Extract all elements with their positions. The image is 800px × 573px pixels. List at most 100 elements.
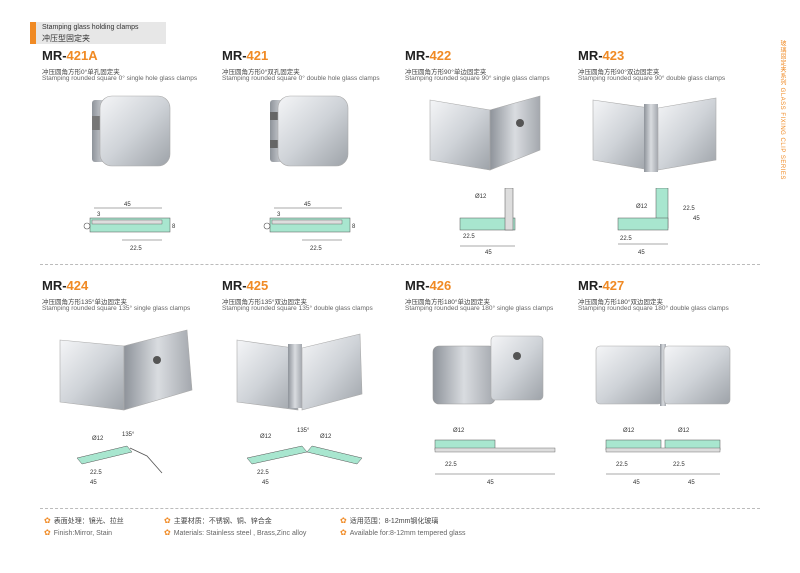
feature-material-cn: ✿主要材质：不锈钢、铜、锌合金 (164, 516, 272, 525)
footer-divider (40, 508, 760, 509)
svg-text:22.5: 22.5 (683, 206, 695, 212)
svg-text:22.5: 22.5 (463, 234, 475, 240)
svg-text:45: 45 (688, 480, 695, 486)
header-title-en: Stamping glass holding clamps (42, 24, 139, 31)
product-code: MR-426 (405, 278, 452, 293)
technical-drawing: Ø12 45 22.5 (459, 188, 516, 256)
svg-text:Ø12: Ø12 (260, 434, 272, 440)
product-mr-425: MR-425 冲压圆角方形135°双边固定夹 Stamping rounded … (222, 278, 397, 508)
flower-icon: ✿ (164, 516, 171, 525)
technical-drawing: Ø12 135° 22.5 45 (76, 432, 163, 486)
product-name-cn: 冲压圆角方形90°双边固定夹 (578, 69, 660, 76)
svg-text:3: 3 (277, 212, 281, 218)
svg-text:45: 45 (262, 480, 269, 486)
svg-text:22.5: 22.5 (257, 470, 269, 476)
product-code: MR-423 (578, 48, 625, 63)
product-name-en: Stamping rounded square 0° single hole g… (42, 75, 198, 82)
product-code: MR-425 (222, 278, 269, 293)
product-name-en: Stamping rounded square 135° single glas… (42, 305, 191, 312)
technical-drawing: Ø12 22.5 45 (434, 428, 556, 486)
technical-drawing: 45 3 8 22.5 (83, 202, 176, 252)
svg-text:22.5: 22.5 (310, 246, 322, 252)
svg-text:45: 45 (693, 216, 700, 222)
svg-text:45: 45 (638, 250, 645, 256)
svg-text:8: 8 (172, 224, 176, 230)
product-code: MR-424 (42, 278, 89, 293)
svg-text:45: 45 (487, 480, 494, 486)
svg-text:Ø12: Ø12 (636, 204, 648, 210)
feature-use-cn: ✿适用范围：8-12mm钢化玻璃 (340, 516, 439, 525)
svg-text:45: 45 (485, 250, 492, 256)
product-code: MR-422 (405, 48, 452, 63)
technical-drawing: Ø12 Ø12 135° 22.5 45 (246, 428, 363, 486)
technical-drawing: Ø12 22.5 45 22.5 45 (617, 188, 700, 256)
header-title-cn: 冲压型固定夹 (42, 34, 90, 43)
product-name-cn: 冲压圆角方形90°单边固定夹 (405, 69, 487, 76)
flower-icon: ✿ (164, 528, 171, 537)
feature-material-en: ✿Materials: Stainless steel , Brass,Zinc… (164, 528, 307, 537)
flower-icon: ✿ (340, 528, 347, 537)
product-photo (92, 95, 171, 167)
svg-text:22.5: 22.5 (90, 470, 102, 476)
svg-text:22.5: 22.5 (616, 462, 628, 468)
svg-text:Ø12: Ø12 (678, 428, 690, 434)
product-mr-421: MR-421 冲压圆角方形0°双孔固定夹 Stamping rounded sq… (222, 48, 397, 278)
svg-text:Ø12: Ø12 (475, 194, 487, 200)
product-code: MR-427 (578, 278, 625, 293)
side-series-label: 玻璃固定夹系列 GLASS FIXING CLIP SERIES (779, 40, 785, 180)
product-name-en: Stamping rounded square 180° double glas… (578, 305, 729, 312)
svg-text:45: 45 (124, 202, 131, 208)
technical-drawing: Ø12 Ø12 22.5 22.5 45 45 (605, 428, 721, 486)
svg-text:Ø12: Ø12 (92, 436, 104, 442)
svg-text:Ø12: Ø12 (623, 428, 635, 434)
svg-text:45: 45 (304, 202, 311, 208)
product-name-cn: 冲压圆角方形135°双边固定夹 (222, 299, 307, 306)
product-name-en: Stamping rounded square 0° double hole g… (222, 75, 380, 82)
svg-text:22.5: 22.5 (130, 246, 142, 252)
product-photo (236, 333, 363, 411)
svg-text:22.5: 22.5 (620, 236, 632, 242)
section-header: Stamping glass holding clamps 冲压型固定夹 (30, 22, 166, 44)
product-photo (592, 97, 717, 172)
svg-text:45: 45 (633, 480, 640, 486)
product-mr-426: MR-426 冲压圆角方形180°单边固定夹 Stamping rounded … (405, 278, 580, 508)
technical-drawing: 45 3 8 22.5 (263, 202, 356, 252)
product-code: MR-421 (222, 48, 269, 63)
product-photo (270, 95, 349, 167)
flower-icon: ✿ (340, 516, 347, 525)
svg-text:3: 3 (97, 212, 101, 218)
product-name-cn: 冲压圆角方形0°双孔固定夹 (222, 69, 300, 76)
svg-text:Ø12: Ø12 (453, 428, 465, 434)
product-code: MR-421A (42, 48, 98, 63)
svg-text:45: 45 (90, 480, 97, 486)
product-name-en: Stamping rounded square 135° double glas… (222, 305, 373, 312)
product-photo (432, 335, 544, 405)
svg-text:22.5: 22.5 (445, 462, 457, 468)
product-mr-423: MR-423 冲压圆角方形90°双边固定夹 Stamping rounded s… (578, 48, 753, 278)
product-mr-422: MR-422 冲压圆角方形90°单边固定夹 Stamping rounded s… (405, 48, 580, 278)
product-photo (429, 95, 541, 171)
product-name-cn: 冲压圆角方形180°双边固定夹 (578, 299, 663, 306)
product-mr-424: MR-424 冲压圆角方形135°单边固定夹 Stamping rounded … (42, 278, 217, 508)
svg-text:8: 8 (352, 224, 356, 230)
flower-icon: ✿ (44, 516, 51, 525)
product-mr-427: MR-427 冲压圆角方形180°双边固定夹 Stamping rounded … (578, 278, 753, 508)
product-photo (595, 344, 731, 406)
svg-text:135°: 135° (122, 432, 135, 438)
svg-text:Ø12: Ø12 (320, 434, 332, 440)
product-name-cn: 冲压圆角方形0°单孔固定夹 (42, 69, 120, 76)
feature-use-en: ✿Available for:8-12mm tempered glass (340, 528, 466, 537)
svg-text:135°: 135° (297, 428, 310, 434)
feature-finish-cn: ✿表面处理：镜光、拉丝 (44, 516, 124, 525)
svg-text:22.5: 22.5 (673, 462, 685, 468)
flower-icon: ✿ (44, 528, 51, 537)
product-name-en: Stamping rounded square 90° double glass… (578, 75, 726, 82)
product-photo (59, 329, 193, 411)
product-name-cn: 冲压圆角方形135°单边固定夹 (42, 299, 127, 306)
product-name-en: Stamping rounded square 180° single glas… (405, 305, 554, 312)
row-divider (40, 264, 760, 265)
product-mr-421a: MR-421A 冲压圆角方形0°单孔固定夹 Stamping rounded s… (42, 48, 217, 278)
header-accent-bar (30, 22, 36, 44)
product-name-cn: 冲压圆角方形180°单边固定夹 (405, 299, 490, 306)
product-name-en: Stamping rounded square 90° single glass… (405, 75, 550, 82)
